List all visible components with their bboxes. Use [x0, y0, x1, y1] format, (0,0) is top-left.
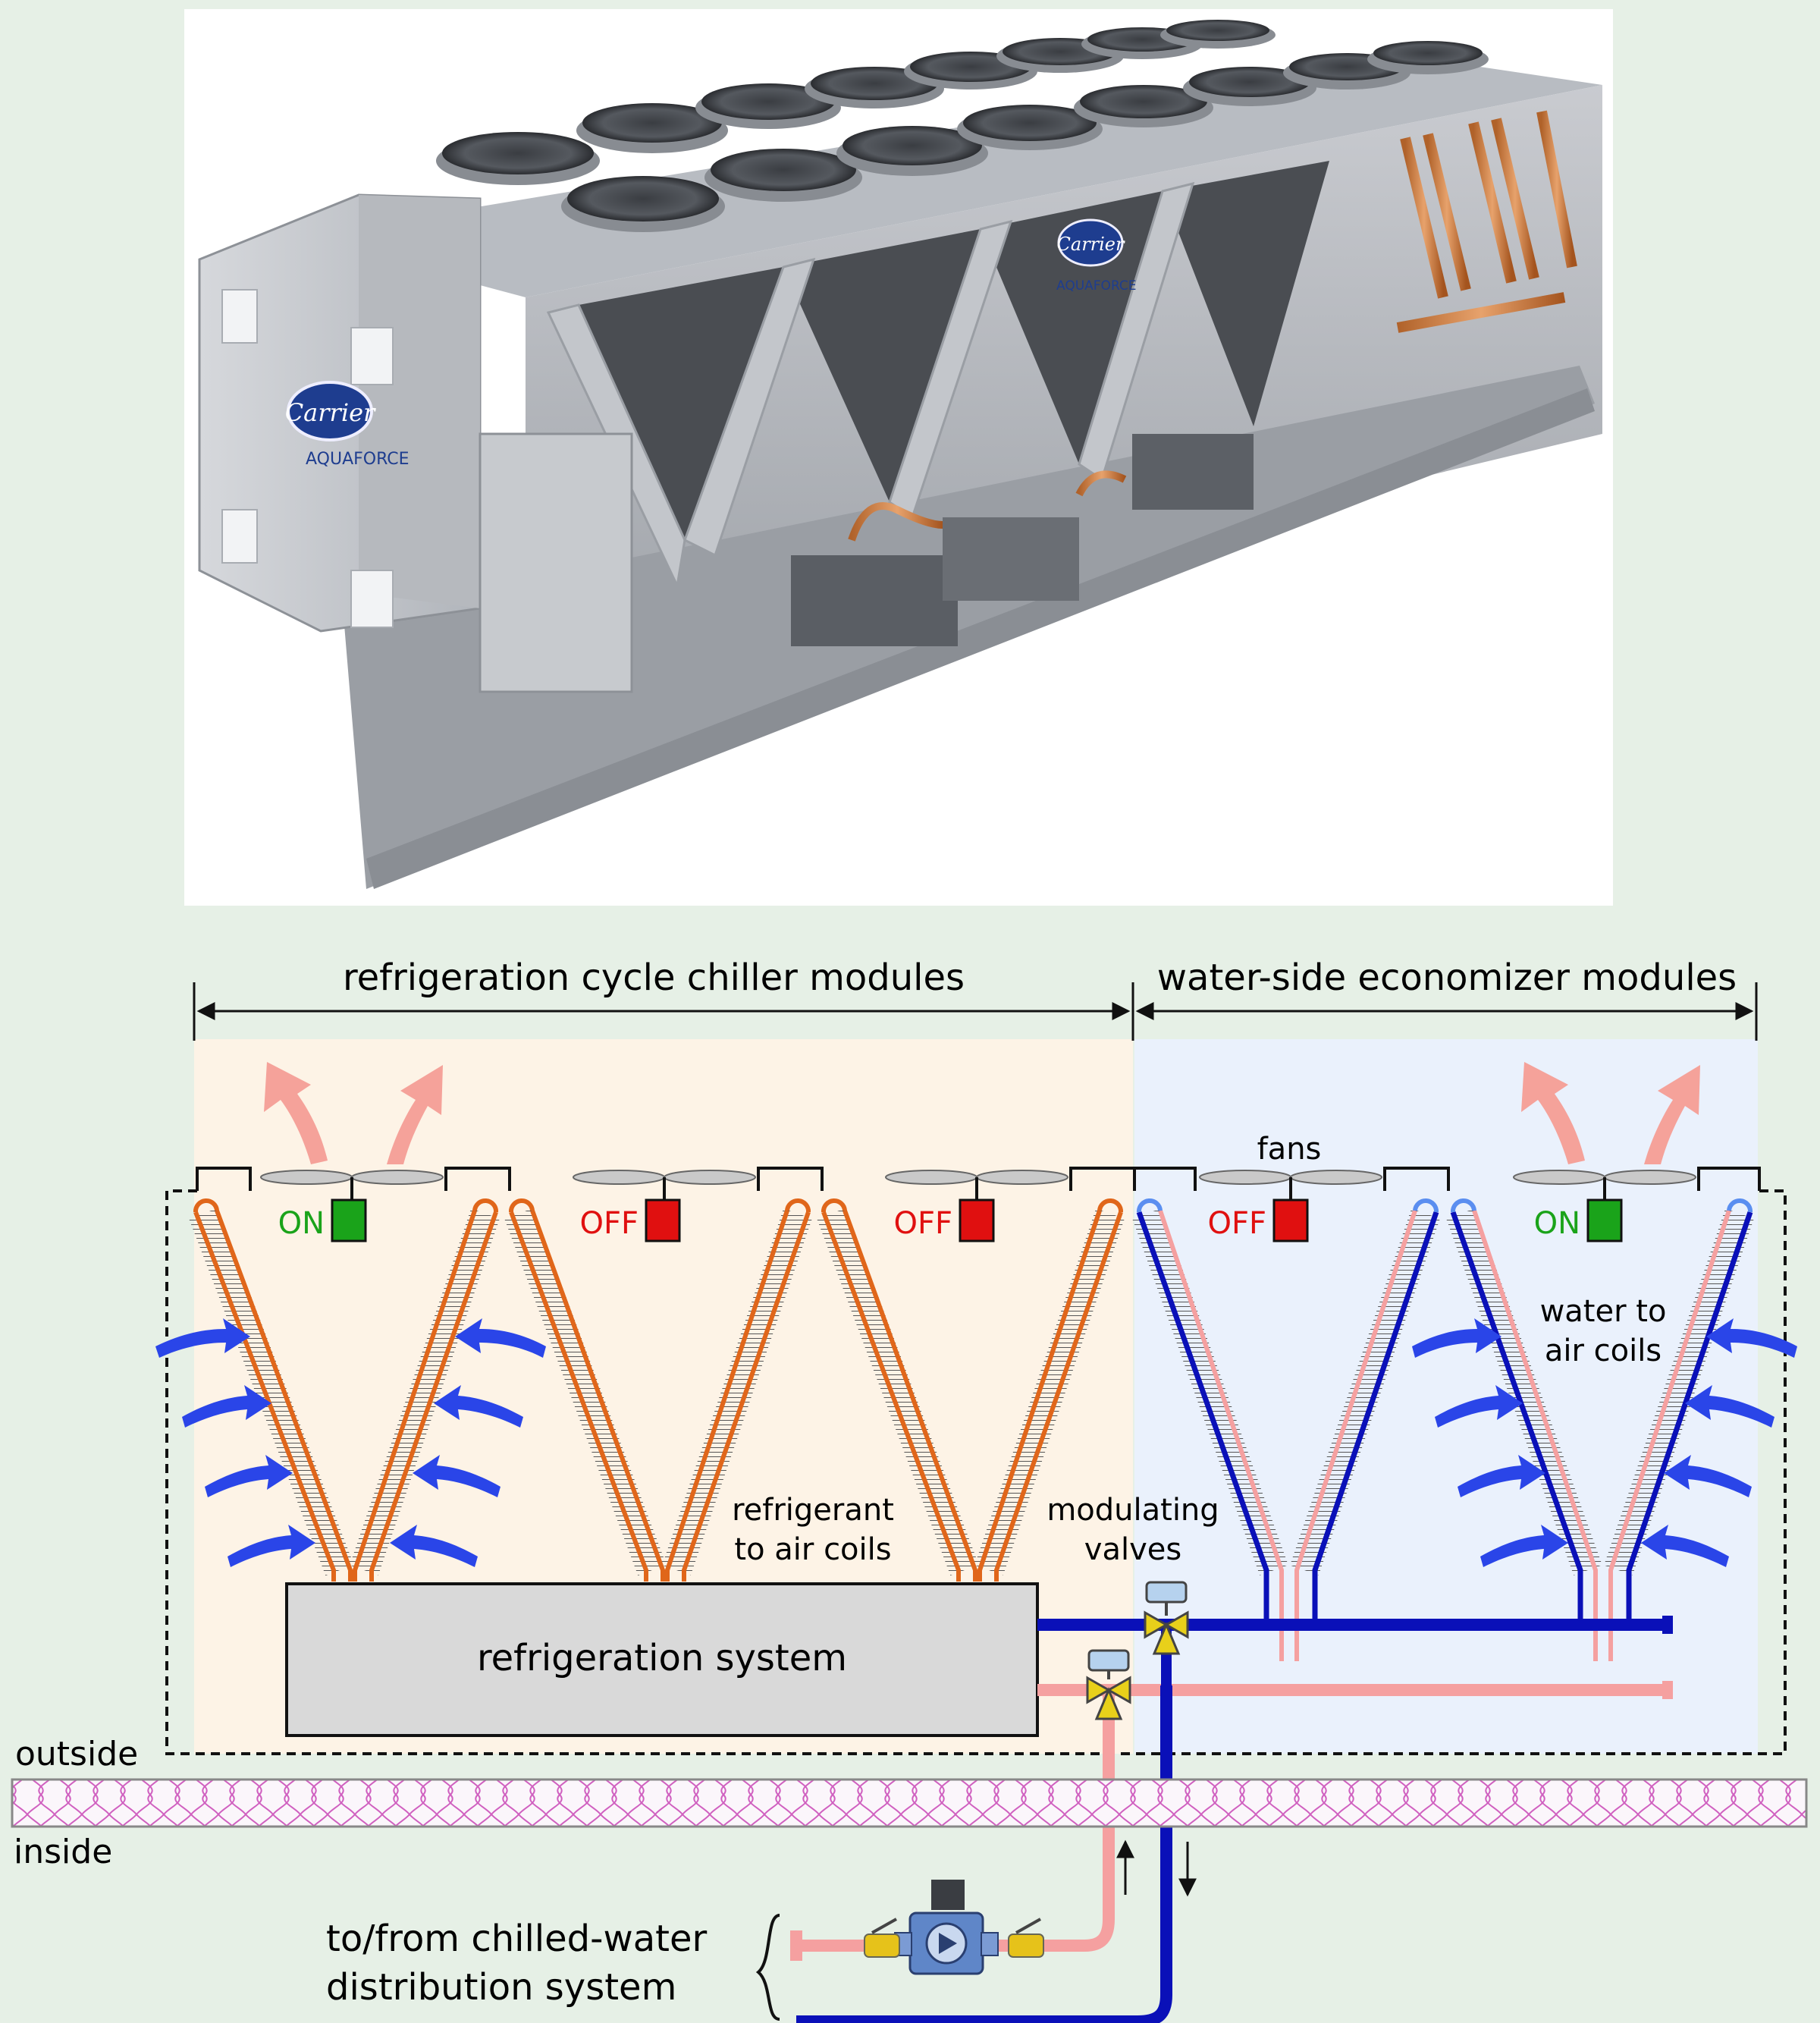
- exhaust-arrows: [264, 1062, 1700, 1164]
- fan-status-text: ON: [278, 1206, 325, 1241]
- air-intake-arrows: [155, 1318, 1797, 1567]
- inside-label: inside: [14, 1833, 112, 1871]
- water-coils-label-2: air coils: [1545, 1333, 1662, 1368]
- coil: [662, 1198, 812, 1582]
- valves-label: modulating: [1046, 1493, 1219, 1528]
- isolation-valve[interactable]: [1008, 1918, 1044, 1958]
- water-coils-label: water to: [1540, 1294, 1667, 1329]
- chiller-photo: Carrier AQUAFORCE Carrier AQUAFORCE: [184, 9, 1613, 906]
- valves-label-2: valves: [1084, 1532, 1181, 1567]
- outdoor-boundary: [165, 1189, 1787, 1755]
- fan-status-text: OFF: [894, 1206, 953, 1241]
- fan-icon: [1199, 1170, 1382, 1200]
- fan-status-light: [645, 1198, 681, 1242]
- fans-label: fans: [1257, 1132, 1322, 1167]
- pump[interactable]: [894, 1880, 999, 1975]
- fan-icon: [885, 1170, 1068, 1200]
- photo-product-logo: AQUAFORCE: [306, 450, 410, 469]
- outside-label: outside: [15, 1735, 138, 1773]
- refrigerant-coils-label: refrigerant: [732, 1493, 894, 1528]
- water-coils: [1132, 1198, 1754, 1661]
- coil: [974, 1198, 1125, 1582]
- photo-brand-logo: Carrier: [285, 398, 376, 427]
- refrigerant-coils-label-2: to air coils: [734, 1532, 891, 1567]
- fan-status-light: [1272, 1198, 1309, 1242]
- building-wall: [11, 1778, 1808, 1828]
- brace: [755, 1914, 780, 2021]
- fan-status-text: ON: [1534, 1206, 1580, 1241]
- fan-status-indicators: ON OFF OFF OFF ON: [278, 1198, 1623, 1242]
- fan-status-light: [331, 1198, 367, 1242]
- coil: [350, 1198, 500, 1582]
- coil: [504, 1198, 667, 1582]
- fans: [260, 1170, 1696, 1200]
- chiller-section-title: refrigeration cycle chiller modules: [343, 957, 965, 999]
- fan-status-light: [959, 1198, 995, 1242]
- refrigerant-coils: [189, 1198, 1125, 1582]
- flow-arrows: [1116, 1839, 1197, 1897]
- fan-status-text: OFF: [580, 1206, 639, 1241]
- refrigeration-system-label: refrigeration system: [477, 1637, 847, 1679]
- photo-brand-logo-2: Carrier: [1057, 234, 1125, 255]
- dimension-lines: [193, 982, 1758, 1041]
- distribution-label: to/from chilled-water: [326, 1918, 707, 1960]
- fan-icon: [1513, 1170, 1696, 1200]
- modulating-valve[interactable]: [1144, 1581, 1189, 1655]
- photo-product-logo-2: AQUAFORCE: [1056, 278, 1137, 294]
- economizer-section-title: water-side economizer modules: [1157, 957, 1737, 999]
- fan-status-light: [1586, 1198, 1623, 1242]
- isolation-valve[interactable]: [864, 1918, 900, 1958]
- distribution-label-2: distribution system: [326, 1966, 676, 2009]
- refrigeration-system-block: [285, 1582, 1039, 1737]
- coil: [817, 1198, 979, 1582]
- fan-icon: [260, 1170, 444, 1200]
- modulating-valve[interactable]: [1086, 1649, 1131, 1720]
- water-piping: [796, 1616, 1673, 2023]
- fan-housings: [196, 1167, 1761, 1191]
- fan-status-text: OFF: [1208, 1206, 1267, 1241]
- fan-icon: [573, 1170, 756, 1200]
